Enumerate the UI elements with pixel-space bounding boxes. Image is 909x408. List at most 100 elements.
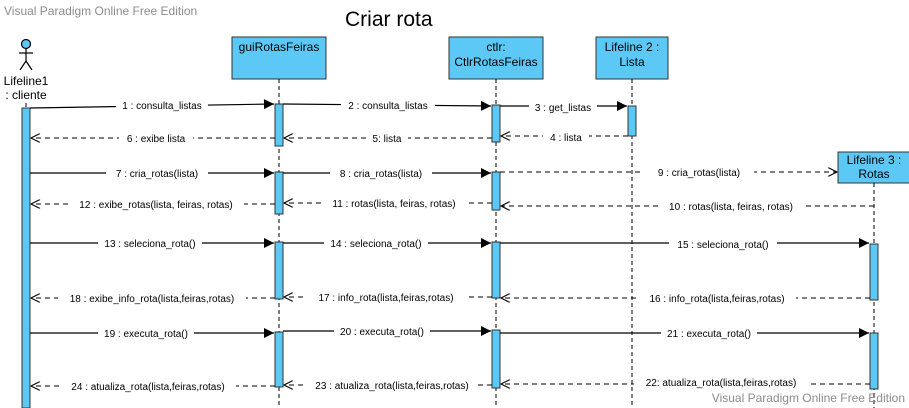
- message-label-bg: [98, 327, 194, 340]
- message-7: 7 : cria_rotas(lista): [30, 167, 274, 180]
- message-label: 21 : executa_rota(): [667, 329, 751, 340]
- lifeline-gui: guiRotasFeiras: [231, 36, 327, 80]
- message-2: 2 : consulta_listas: [282, 99, 492, 112]
- message-label: 23 : atualiza_rota(lista,feiras,rotas): [315, 381, 468, 392]
- lifeline-ctlr-name: ctlr:: [486, 40, 505, 54]
- message-label-bg: [322, 197, 466, 210]
- message-14: 14 : seleciona_rota(): [283, 237, 491, 250]
- message-20: 20 : executa_rota(): [283, 325, 491, 338]
- message-label-bg: [330, 167, 432, 180]
- message-label: 15 : seleciona_rota(): [677, 240, 768, 251]
- watermark-bottom: Visual Paradigm Online Free Edition: [711, 391, 905, 405]
- message-label-bg: [660, 200, 802, 213]
- message-label: 2 : consulta_listas: [348, 101, 428, 112]
- lifeline-lista: Lifeline 2 : Lista: [595, 36, 669, 80]
- message-label: 9 : cria_rotas(lista): [658, 168, 740, 179]
- message-label: 3 : get_listas: [535, 103, 591, 114]
- message-label-bg: [306, 291, 466, 304]
- lifeline-gui-box: [231, 36, 327, 80]
- message-label: 12 : exibe_rotas(lista, feiras, rotas): [79, 200, 232, 211]
- activation-ctlr-2: [491, 171, 501, 211]
- message-label-bg: [116, 99, 208, 112]
- message-label-bg: [60, 380, 236, 393]
- message-label: 1 : consulta_listas: [122, 101, 202, 112]
- message-6: 6 : exibe lista: [31, 132, 275, 145]
- message-12: 12 : exibe_rotas(lista, feiras, rotas): [31, 198, 275, 211]
- lifeline-rotas-box: [837, 151, 909, 184]
- message-24: 24 : atualiza_rota(lista,feiras,rotas): [31, 380, 275, 393]
- message-label: 16 : info_rota(lista,feiras,rotas): [649, 294, 784, 305]
- message-23: 23 : atualiza_rota(lista,feiras,rotas): [284, 379, 492, 392]
- message-label-bg: [58, 292, 246, 305]
- activation-ctlr-4: [491, 329, 501, 389]
- message-label: 22: atualiza_rota(lista,feiras,rotas): [646, 378, 797, 389]
- message-label-bg: [68, 198, 244, 211]
- message-8: 8 : cria_rotas(lista): [283, 167, 491, 180]
- message-13: 13 : seleciona_rota(): [30, 237, 274, 250]
- message-3: 3 : get_listas: [500, 101, 627, 114]
- message-label: 13 : seleciona_rota(): [104, 239, 195, 250]
- message-label: 24 : atualiza_rota(lista,feiras,rotas): [71, 382, 224, 393]
- message-22: 22: atualiza_rota(lista,feiras,rotas): [501, 376, 870, 389]
- message-label: 14 : seleciona_rota(): [330, 239, 421, 250]
- message-label: 19 : executa_rota(): [104, 329, 188, 340]
- message-label-bg: [644, 166, 754, 179]
- watermark-top: Visual Paradigm Online Free Edition: [4, 4, 198, 18]
- actor-name: Lifeline1: [4, 74, 49, 88]
- message-label-bg: [669, 238, 777, 251]
- activation-gui-1: [274, 103, 284, 147]
- message-label: 4 : lista: [550, 133, 582, 144]
- actor-icon: [19, 38, 33, 71]
- message-label-bg: [306, 379, 478, 392]
- message-label-bg: [638, 292, 796, 305]
- message-label-bg: [543, 131, 589, 144]
- message-11: 11 : rotas(lista, feiras, rotas): [284, 197, 492, 210]
- lifeline-rotas: Lifeline 3 : Rotas: [837, 151, 909, 184]
- message-15: 15 : seleciona_rota(): [500, 238, 869, 251]
- lifeline-rotas-class: Rotas: [858, 167, 889, 181]
- lifeline-ctlr-class: CtlrRotasFeiras: [454, 55, 537, 69]
- message-label-bg: [661, 327, 757, 340]
- message-1: 1 : consulta_listas: [29, 99, 275, 112]
- message-label-bg: [634, 376, 808, 389]
- message-label: 20 : executa_rota(): [340, 327, 424, 338]
- actor-role: : cliente: [5, 88, 47, 102]
- message-label: 10 : rotas(lista, feiras, rotas): [669, 202, 793, 213]
- message-4: 4 : lista: [501, 131, 628, 144]
- lifeline-rotas-name: Lifeline 3 :: [847, 153, 902, 167]
- message-label-bg: [334, 325, 430, 338]
- activation-rotas-3: [869, 243, 879, 301]
- lifeline-ctlr: ctlr: CtlrRotasFeiras: [448, 36, 544, 80]
- activation-gui-4: [274, 331, 284, 388]
- message-label-bg: [98, 237, 202, 250]
- message-5: 5: lista: [284, 132, 492, 145]
- lifeline-lista-class: Lista: [619, 55, 645, 69]
- actor-cliente: Lifeline1 : cliente: [4, 38, 49, 102]
- message-label-bg: [366, 132, 408, 145]
- message-label-bg: [529, 101, 597, 114]
- message-18: 18 : exibe_info_rota(lista,feiras,rotas): [31, 292, 275, 305]
- message-label: 6 : exibe lista: [127, 134, 186, 145]
- message-9: 9 : cria_rotas(lista): [500, 166, 837, 179]
- message-label-bg: [119, 132, 193, 145]
- message-17: 17 : info_rota(lista,feiras,rotas): [284, 291, 492, 304]
- messages: 1 : consulta_listas 2 : consulta_listas …: [29, 99, 874, 393]
- message-label: 8 : cria_rotas(lista): [340, 169, 422, 180]
- activation-lista-1: [627, 105, 637, 137]
- message-label: 7 : cria_rotas(lista): [116, 169, 198, 180]
- message-label: 11 : rotas(lista, feiras, rotas): [332, 199, 455, 210]
- message-19: 19 : executa_rota(): [30, 327, 274, 340]
- lifeline-lista-name: Lifeline 2 :: [605, 40, 660, 54]
- message-label: 5: lista: [373, 134, 402, 145]
- message-16: 16 : info_rota(lista,feiras,rotas): [501, 292, 870, 305]
- message-label-bg: [341, 99, 435, 112]
- message-label-bg: [324, 237, 428, 250]
- activation-rotas-4: [869, 332, 879, 390]
- message-label: 17 : info_rota(lista,feiras,rotas): [318, 293, 453, 304]
- message-21: 21 : executa_rota(): [500, 327, 869, 340]
- activation-cliente: [21, 107, 31, 408]
- message-label: 18 : exibe_info_rota(lista,feiras,rotas): [70, 294, 235, 305]
- activation-ctlr-3: [491, 241, 501, 299]
- lifeline-gui-name: guiRotasFeiras: [239, 40, 320, 54]
